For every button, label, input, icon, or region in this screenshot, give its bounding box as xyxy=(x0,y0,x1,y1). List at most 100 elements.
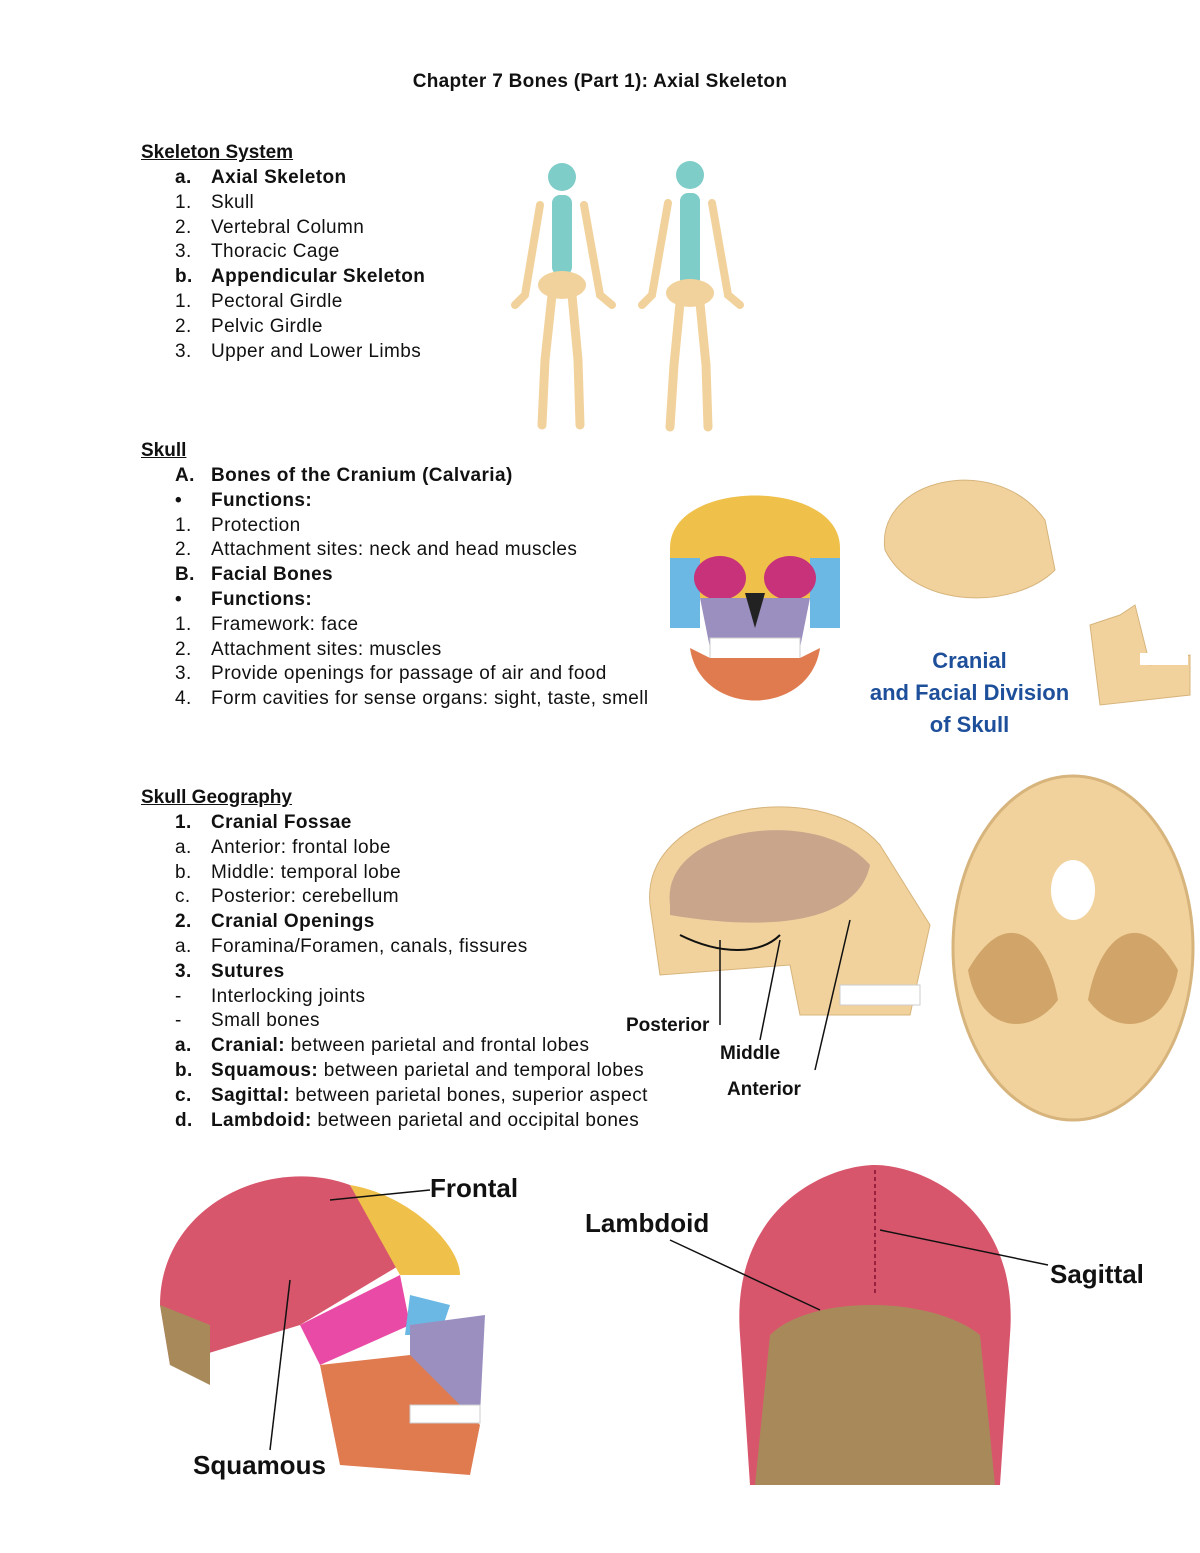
list-item: 1. Skull xyxy=(175,191,425,216)
list-item: B.Facial Bones xyxy=(175,563,649,588)
list-item: b.Appendicular Skeleton xyxy=(175,265,425,290)
list-item: 2. Attachment sites: muscles xyxy=(175,638,649,663)
list-item: a. Foramina/Foramen, canals, fissures xyxy=(175,935,648,960)
list-item-text: Attachment sites: muscles xyxy=(211,638,442,660)
section-heading-skull-geography: Skull Geography xyxy=(141,787,292,808)
section-heading-skull: Skull xyxy=(141,440,187,461)
list-marker: 3. xyxy=(175,340,192,362)
term-label: Sagittal: xyxy=(211,1084,290,1106)
list-item-text: Cranial Fossae xyxy=(211,812,352,833)
list-item: c.Posterior: cerebellum xyxy=(175,885,648,910)
cranial-facial-caption: Cranial and Facial Division of Skull xyxy=(842,645,1097,741)
list-item: A.Bones of the Cranium (Calvaria) xyxy=(175,464,649,489)
list-item: a.Axial Skeleton xyxy=(175,166,425,191)
cranial-facial-division-figure xyxy=(884,479,1056,599)
list-marker: 2. xyxy=(175,911,192,933)
list-item: 4.Form cavities for sense organs: sight,… xyxy=(175,687,649,712)
list-item-text: Protection xyxy=(211,514,301,536)
anterior-skull-figure xyxy=(670,495,840,701)
list-item-text: Facial Bones xyxy=(211,564,334,586)
list-marker: 3. xyxy=(175,241,192,263)
list-item: 3.Provide openings for passage of air an… xyxy=(175,662,649,687)
list-item-text: between parietal and temporal lobes xyxy=(318,1059,645,1081)
list-marker: 1. xyxy=(175,613,192,635)
list-item-text: Skull xyxy=(211,191,255,213)
list-marker: 1. xyxy=(175,514,192,536)
middle-label: Middle xyxy=(720,1043,781,1064)
list-marker: a. xyxy=(175,167,192,188)
list-marker: a. xyxy=(175,935,192,957)
list-item-text: Pelvic Girdle xyxy=(211,315,323,337)
list-marker: a. xyxy=(175,1035,192,1057)
list-item: 2. Cranial Openings xyxy=(175,910,648,935)
cranial-floor-figure xyxy=(951,774,1195,1122)
list-marker: b. xyxy=(175,266,193,288)
skull-list: A.Bones of the Cranium (Calvaria) •Functi… xyxy=(175,464,649,712)
list-item-text: Small bones xyxy=(211,1010,320,1032)
list-marker: 2. xyxy=(175,638,192,660)
caption-line-3: of Skull xyxy=(929,712,1010,737)
squamous-label: Squamous xyxy=(193,1450,326,1480)
list-marker: a. xyxy=(175,836,192,858)
fossae-leader-lines xyxy=(719,919,851,1071)
list-marker: • xyxy=(175,588,183,610)
list-item: d. Lambdoid: between parietal and occipit… xyxy=(175,1109,648,1134)
list-item-text: between parietal and occipital bones xyxy=(311,1109,640,1131)
list-item-text: Upper and Lower Limbs xyxy=(211,340,422,362)
list-item-text: Cranial Openings xyxy=(211,911,375,933)
list-item: 1.Pectoral Girdle xyxy=(175,290,425,315)
lateral-skull-figure xyxy=(160,1176,485,1475)
list-marker: 1. xyxy=(175,191,192,213)
list-item: 2.Pelvic Girdle xyxy=(175,315,425,340)
term-label: Cranial: xyxy=(211,1035,285,1057)
list-marker: 3. xyxy=(175,960,192,982)
list-marker: - xyxy=(175,985,182,1007)
list-item-text: Bones of the Cranium (Calvaria) xyxy=(211,465,513,486)
list-item: c.Sagittal: between parietal bones, supe… xyxy=(175,1084,648,1109)
frontal-label: Frontal xyxy=(430,1173,519,1203)
list-marker: - xyxy=(175,1010,182,1032)
skeleton-posterior-figure xyxy=(638,161,744,432)
list-item: 3.Thoracic Cage xyxy=(175,240,425,265)
list-item: 2. Attachment sites: neck and head muscle… xyxy=(175,538,649,563)
list-item: b.Middle: temporal lobe xyxy=(175,861,648,886)
list-item-text: Vertebral Column xyxy=(211,216,365,238)
list-marker: • xyxy=(175,489,183,511)
list-item-text: Anterior: frontal lobe xyxy=(211,836,391,858)
list-item-text: between parietal bones, superior aspect xyxy=(289,1084,648,1106)
list-item-text: Sutures xyxy=(211,960,285,982)
list-item-text: Pectoral Girdle xyxy=(211,290,343,312)
list-item-text: Interlocking joints xyxy=(211,985,366,1007)
list-item-text: Framework: face xyxy=(211,613,359,635)
list-item: 1. Protection xyxy=(175,514,649,539)
list-marker: c. xyxy=(175,886,191,908)
posterior-skull-leader-lines xyxy=(669,1229,1049,1311)
list-item-text: Foramina/Foramen, canals, fissures xyxy=(211,935,528,957)
list-item-text: Form cavities for sense organs: sight, t… xyxy=(211,688,649,710)
section-heading-skeleton-system: Skeleton System xyxy=(141,142,294,163)
caption-line-1: Cranial xyxy=(932,648,1007,673)
list-item: 3. Upper and Lower Limbs xyxy=(175,340,425,365)
term-label: Lambdoid: xyxy=(211,1109,312,1131)
lambdoid-label: Lambdoid xyxy=(585,1208,710,1238)
term-label: Squamous: xyxy=(211,1059,319,1081)
posterior-label: Posterior xyxy=(626,1015,710,1036)
list-item: 1.Cranial Fossae xyxy=(175,811,648,836)
lateral-skull-leader-lines xyxy=(269,1189,431,1451)
anterior-label: Anterior xyxy=(727,1079,801,1100)
list-marker: b. xyxy=(175,1059,193,1081)
list-item: •Functions: xyxy=(175,588,649,613)
list-item: b. Squamous: between parietal and tempora… xyxy=(175,1059,648,1084)
list-marker: 2. xyxy=(175,539,192,561)
list-item: - Interlocking joints xyxy=(175,985,648,1010)
sagittal-label: Sagittal xyxy=(1050,1259,1144,1289)
list-marker: d. xyxy=(175,1109,193,1131)
list-item: 3. Sutures xyxy=(175,960,648,985)
list-item-text: between parietal and frontal lobes xyxy=(284,1035,590,1057)
caption-line-2: and Facial Division xyxy=(869,680,1070,705)
list-marker: b. xyxy=(175,861,192,883)
list-item-text: Attachment sites: neck and head muscles xyxy=(211,539,578,561)
list-marker: 2. xyxy=(175,216,192,238)
